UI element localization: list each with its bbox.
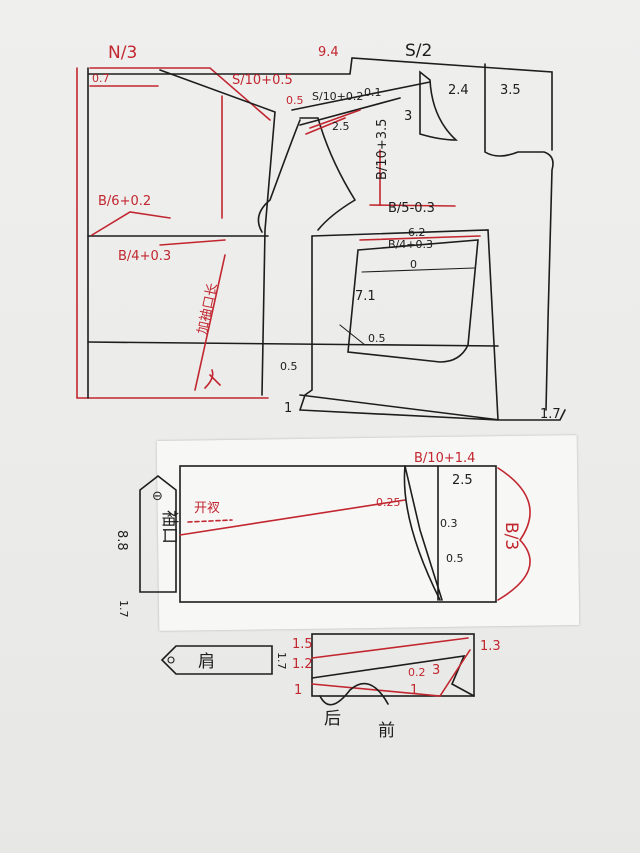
bodice-red-scissor bbox=[204, 369, 221, 389]
label-24: 2.4 bbox=[448, 83, 469, 98]
label-b10-14: B/10+1.4 bbox=[414, 451, 475, 466]
bodice-pocket-details bbox=[339, 267, 475, 346]
label-b10-35: B/10+3.5 bbox=[375, 119, 390, 180]
label-cuff-length: 加袖口长 bbox=[195, 282, 220, 336]
label-b3: B/3 bbox=[501, 522, 521, 550]
collar-tab bbox=[160, 645, 273, 675]
label-b5-03: B/5-0.3 bbox=[388, 201, 435, 216]
label-sleeve-03: 0.3 bbox=[440, 517, 458, 530]
bodice-sleeve-cap-right bbox=[299, 117, 357, 231]
label-01: 0.1 bbox=[364, 86, 382, 99]
bodice-back-armhole bbox=[159, 69, 276, 396]
bodice-red-frame bbox=[76, 67, 271, 399]
label-v1: 1 bbox=[410, 683, 418, 698]
sleeve-cuff-tag bbox=[139, 474, 177, 593]
label-s10-02: S/10+0.2 bbox=[312, 90, 363, 103]
bodice-side-seam bbox=[311, 229, 499, 421]
label-neck-formula: S/10+0.5 bbox=[232, 73, 293, 88]
label-cuff-text: 袖口 bbox=[159, 510, 179, 544]
label-62: 6.2 bbox=[408, 226, 426, 239]
bodice-red-pocket-arrows bbox=[369, 149, 456, 207]
collar-curve bbox=[311, 655, 475, 697]
label-0: 0 bbox=[410, 258, 417, 271]
label-back: 后 bbox=[324, 709, 341, 729]
label-05-hem: 0.5 bbox=[280, 360, 298, 373]
sleeve-slit bbox=[187, 519, 233, 523]
label-v13: 1.3 bbox=[480, 639, 501, 654]
bodice-chest-lines bbox=[87, 235, 499, 347]
label-shoulder-s2: S/2 bbox=[405, 41, 432, 61]
bodice-pocket bbox=[347, 239, 479, 363]
label-1-hem: 1 bbox=[284, 401, 292, 416]
bodice-labels: N/3 0.7 S/10+0.5 9.4 S/2 S/10+0.2 0.1 0.… bbox=[92, 41, 561, 422]
label-b4-03-center: B/4+0.3 bbox=[388, 238, 433, 251]
label-sleeve-025: 0.25 bbox=[376, 496, 401, 509]
collar-draft bbox=[160, 633, 475, 706]
label-tab-w: 1.7 bbox=[275, 652, 288, 670]
bodice-shoulder-lines bbox=[291, 81, 431, 126]
label-cuff-len: 8.8 bbox=[114, 530, 129, 551]
label-front: 前 bbox=[378, 721, 395, 741]
label-35: 3.5 bbox=[500, 83, 521, 98]
sleeve-red-slope bbox=[179, 499, 406, 536]
bodice-sleeve-cap-left bbox=[257, 119, 301, 233]
label-top-94: 9.4 bbox=[318, 45, 339, 60]
label-top-left-07: 0.7 bbox=[92, 72, 110, 85]
label-b4-03-left: B/4+0.3 bbox=[118, 249, 171, 264]
label-cuff-w: 1.7 bbox=[117, 600, 130, 618]
label-sleeve-05: 0.5 bbox=[446, 552, 464, 565]
collar-labels: 1.5 1.2 1 1.3 0.2 3 1 后 前 肩 1.7 bbox=[198, 637, 501, 741]
bodice-red-shoulder-arrows bbox=[305, 109, 361, 135]
label-sleeve-25: 2.5 bbox=[452, 473, 473, 488]
bodice-left-side bbox=[299, 235, 313, 411]
label-ao5: 0.5 bbox=[368, 332, 386, 345]
bodice-neck-curve bbox=[419, 70, 459, 141]
bodice-black-frame-top bbox=[87, 57, 553, 399]
label-tab-text: 肩 bbox=[198, 652, 215, 672]
sleeve-labels: B/10+1.4 2.5 0.25 0.3 0.5 B/3 开衩 袖口 8.8 … bbox=[114, 451, 521, 618]
bodice-red-cuff-line bbox=[194, 254, 226, 391]
label-kaichang: 开衩 bbox=[194, 501, 220, 516]
label-b6-02: B/6+0.2 bbox=[98, 194, 151, 209]
collar-tab-hole bbox=[167, 656, 175, 664]
label-top-left-fraction: N/3 bbox=[108, 43, 137, 63]
bodice-front-edge bbox=[484, 63, 554, 411]
label-71: 7.1 bbox=[355, 289, 376, 304]
label-h1: 1 bbox=[294, 683, 302, 698]
label-cuff-hole: ⊖ bbox=[152, 489, 163, 504]
collar-red-lines bbox=[311, 637, 471, 697]
bodice-hem bbox=[299, 394, 566, 421]
sleeve-outline bbox=[179, 465, 497, 603]
sleeve-draft bbox=[139, 465, 531, 603]
sleeve-red-arc bbox=[497, 467, 531, 601]
bodice-red-bust-arrows bbox=[91, 211, 226, 246]
bodice-red-guides bbox=[89, 85, 223, 219]
label-h15: 1.5 bbox=[292, 637, 313, 652]
label-v3: 3 bbox=[432, 663, 440, 678]
bodice-draft bbox=[76, 57, 566, 421]
label-3: 3 bbox=[404, 109, 412, 124]
label-25: 2.5 bbox=[332, 120, 350, 133]
label-17: 1.7 bbox=[540, 407, 561, 422]
collar-outline bbox=[311, 633, 475, 697]
label-v02: 0.2 bbox=[408, 666, 426, 679]
sleeve-cap-curves bbox=[403, 465, 443, 601]
collar-back-front-marks bbox=[319, 682, 389, 706]
label-h12: 1.2 bbox=[292, 657, 313, 672]
label-05-left: 0.5 bbox=[286, 94, 304, 107]
bodice-red-pocket-top bbox=[359, 235, 481, 241]
